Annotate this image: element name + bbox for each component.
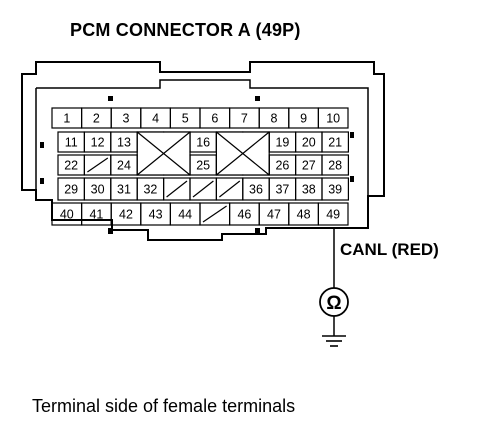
terminal-21: [321, 131, 349, 153]
latch-tab: [108, 228, 113, 234]
terminal-label: 36: [249, 183, 263, 197]
latch-tab: [350, 132, 354, 138]
terminal-label: 6: [211, 112, 218, 126]
empty-cavity-slash: [87, 157, 109, 173]
terminal-label: 3: [123, 112, 130, 126]
terminal-label: 40: [60, 208, 74, 222]
terminal-label: 13: [117, 136, 131, 150]
latch-tab: [255, 96, 260, 101]
terminal-10: [317, 107, 349, 129]
diagram-title: PCM CONNECTOR A (49P): [70, 20, 301, 40]
terminal-label: 43: [149, 208, 163, 222]
terminal-label: 7: [241, 112, 248, 126]
terminal-label: 16: [196, 136, 210, 150]
terminal-label: 47: [267, 208, 281, 222]
terminal-label: 39: [328, 183, 342, 197]
terminal-label: 26: [275, 159, 289, 173]
terminal-label: 49: [326, 208, 340, 222]
empty-cavity-slash: [202, 205, 227, 223]
terminal-label: 37: [275, 183, 289, 197]
terminal-label: 4: [152, 112, 159, 126]
terminal-label: 19: [275, 136, 289, 150]
terminal-28: [321, 154, 349, 176]
terminal-label: 24: [117, 159, 131, 173]
terminal-49: [317, 202, 349, 226]
latch-tab: [255, 228, 260, 234]
latch-tab: [40, 142, 44, 148]
connector-inner-frame: [36, 79, 369, 196]
terminal-label: 44: [178, 208, 192, 222]
latch-tab: [40, 178, 44, 184]
terminal-label: 5: [182, 112, 189, 126]
terminal-label: 27: [302, 159, 316, 173]
latch-tab: [350, 176, 354, 182]
terminal-label: 9: [300, 112, 307, 126]
ground-icon: [322, 335, 346, 347]
terminal-label: 32: [143, 183, 157, 197]
terminal-label: 29: [64, 183, 78, 197]
terminal-label: 42: [119, 208, 133, 222]
cavity-cross: [216, 131, 270, 176]
caption: Terminal side of female terminals: [32, 396, 296, 416]
terminal-label: 46: [237, 208, 251, 222]
wire-label: CANL (RED): [340, 240, 439, 259]
terminal-label: 41: [89, 208, 103, 222]
terminal-label: 30: [91, 183, 105, 197]
terminal-label: 21: [328, 136, 342, 150]
terminal-label: 31: [117, 183, 131, 197]
terminal-label: 38: [302, 183, 316, 197]
latch-tab: [108, 96, 113, 101]
ohm-symbol: Ω: [326, 293, 341, 314]
terminal-label: 48: [297, 208, 311, 222]
empty-cavity-slash: [192, 180, 214, 198]
cavity-cross: [136, 131, 191, 176]
terminal-label: 8: [271, 112, 278, 126]
terminal-label: 10: [326, 112, 340, 126]
terminal-label: 20: [302, 136, 316, 150]
terminal-label: 2: [93, 112, 100, 126]
terminal-label: 28: [328, 159, 342, 173]
terminal-label: 12: [91, 136, 105, 150]
empty-cavity-slash: [219, 180, 241, 198]
empty-cavity-slash: [166, 180, 188, 198]
terminal-label: 22: [64, 159, 78, 173]
terminal-39: [321, 177, 349, 201]
terminal-label: 1: [63, 112, 70, 126]
terminal-label: 11: [65, 136, 78, 150]
terminal-label: 25: [196, 159, 210, 173]
